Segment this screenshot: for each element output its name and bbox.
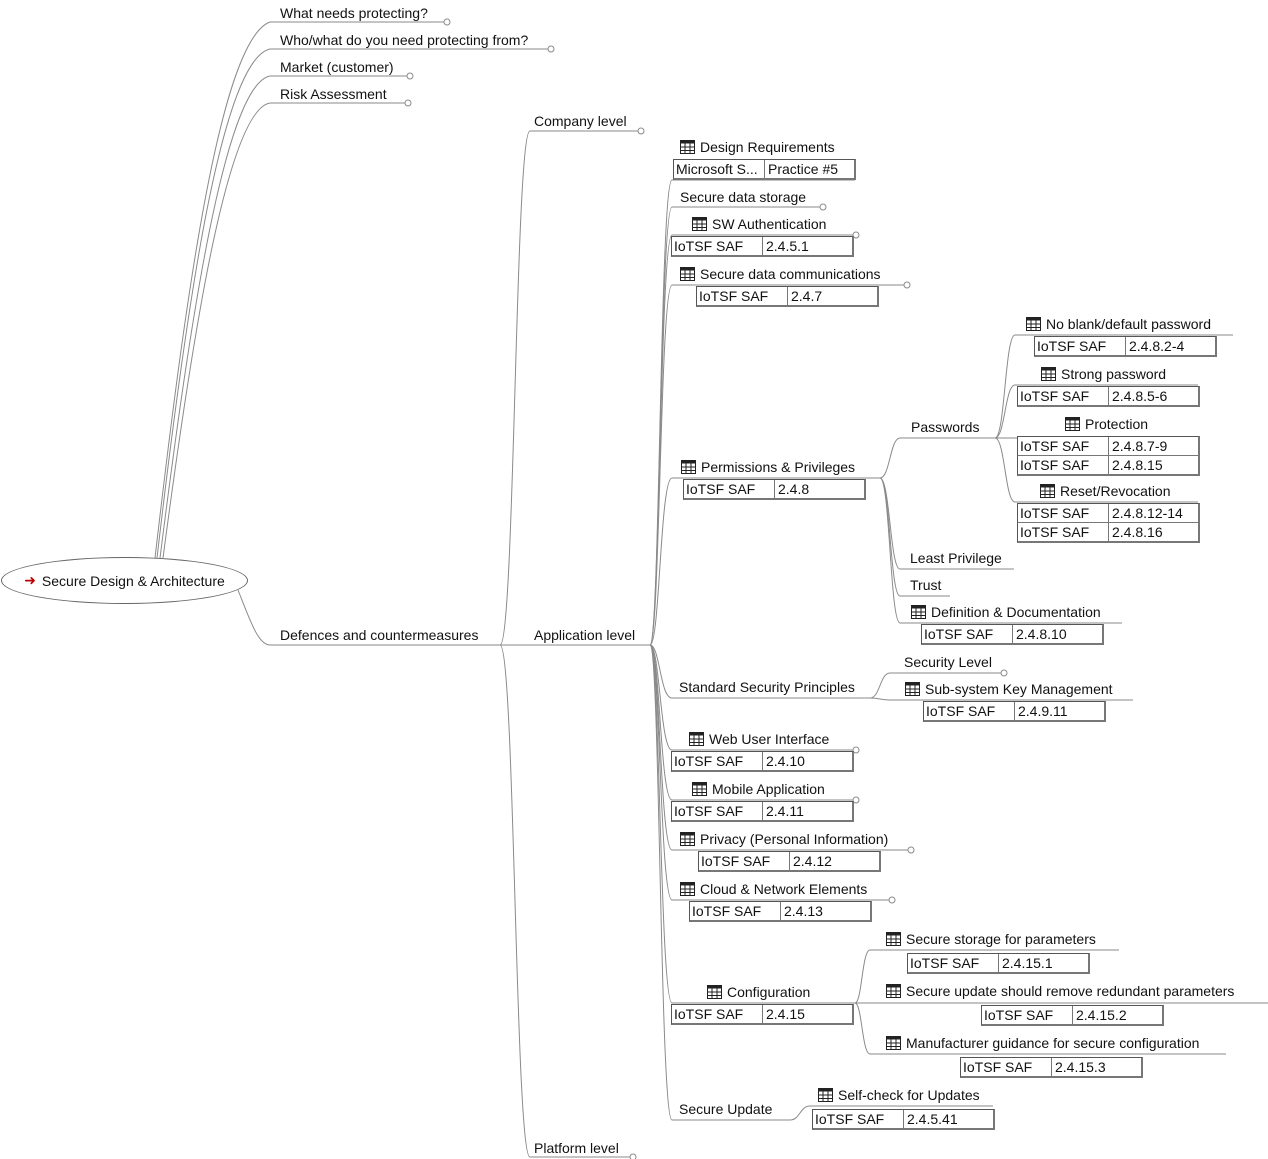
node-privacy-personal-information[interactable]: Privacy (Personal Information) bbox=[680, 831, 888, 847]
node-manufacturer-guidance[interactable]: Manufacturer guidance for secure configu… bbox=[886, 1035, 1199, 1051]
table-icon bbox=[692, 782, 707, 796]
node-protection[interactable]: Protection bbox=[1065, 416, 1148, 432]
node-no-blank-default-password[interactable]: No blank/default password bbox=[1026, 316, 1211, 332]
node-application-level[interactable]: Application level bbox=[534, 627, 636, 643]
table-icon bbox=[680, 882, 695, 896]
node-least-privilege[interactable]: Least Privilege bbox=[910, 550, 1002, 566]
node-sw-authentication[interactable]: SW Authentication bbox=[692, 216, 826, 232]
node-risk-assessment[interactable]: Risk Assessment bbox=[280, 86, 387, 102]
node-what-needs-protecting[interactable]: What needs protecting? bbox=[280, 5, 428, 21]
node-sub-system-key-management[interactable]: Sub-system Key Management bbox=[905, 681, 1113, 697]
root-node[interactable]: ➜ Secure Design & Architecture bbox=[1, 557, 248, 604]
node-mobile-application[interactable]: Mobile Application bbox=[692, 781, 825, 797]
node-secure-data-communications[interactable]: Secure data communications bbox=[680, 266, 881, 282]
table-icon bbox=[689, 732, 704, 746]
table-icon bbox=[1026, 317, 1041, 331]
table-icon bbox=[1041, 367, 1056, 381]
table-icon bbox=[818, 1088, 833, 1102]
node-defences-countermeasures[interactable]: Defences and countermeasures bbox=[280, 627, 479, 643]
table-icon bbox=[707, 985, 722, 999]
node-company-level[interactable]: Company level bbox=[534, 113, 627, 129]
node-web-user-interface[interactable]: Web User Interface bbox=[689, 731, 829, 747]
node-configuration[interactable]: Configuration bbox=[707, 984, 810, 1000]
table-icon bbox=[1065, 417, 1080, 431]
node-self-check-updates[interactable]: Self-check for Updates bbox=[818, 1087, 980, 1103]
node-secure-storage-parameters[interactable]: Secure storage for parameters bbox=[886, 931, 1096, 947]
table-icon bbox=[886, 1036, 901, 1050]
collapse-circle-icons bbox=[404, 18, 1008, 1159]
table-icon bbox=[886, 984, 901, 998]
table-icon bbox=[692, 217, 707, 231]
table-icon bbox=[681, 460, 696, 474]
node-secure-update-remove-redundant[interactable]: Secure update should remove redundant pa… bbox=[886, 983, 1234, 999]
node-cloud-network-elements[interactable]: Cloud & Network Elements bbox=[680, 881, 867, 897]
table-icon bbox=[905, 682, 920, 696]
table-icon bbox=[680, 267, 695, 281]
node-trust[interactable]: Trust bbox=[910, 577, 942, 593]
table-icon bbox=[680, 140, 695, 154]
table-icon bbox=[911, 605, 926, 619]
table-design-requirements: Microsoft S...Practice #5 bbox=[673, 159, 856, 180]
node-security-level[interactable]: Security Level bbox=[904, 654, 992, 670]
root-label: Secure Design & Architecture bbox=[41, 572, 225, 589]
table-icon bbox=[1040, 484, 1055, 498]
node-design-requirements[interactable]: Design Requirements bbox=[680, 139, 835, 155]
node-permissions-privileges[interactable]: Permissions & Privileges bbox=[681, 459, 855, 475]
node-platform-level[interactable]: Platform level bbox=[534, 1140, 619, 1156]
node-definition-documentation[interactable]: Definition & Documentation bbox=[911, 604, 1101, 620]
node-reset-revocation[interactable]: Reset/Revocation bbox=[1040, 483, 1171, 499]
node-who-what-protecting-from[interactable]: Who/what do you need protecting from? bbox=[280, 32, 529, 48]
node-standard-security-principles[interactable]: Standard Security Principles bbox=[679, 679, 855, 695]
red-arrow-icon: ➜ bbox=[24, 572, 36, 588]
node-strong-password[interactable]: Strong password bbox=[1041, 366, 1166, 382]
table-icon bbox=[680, 832, 695, 846]
node-secure-data-storage[interactable]: Secure data storage bbox=[680, 189, 807, 205]
node-market-customer[interactable]: Market (customer) bbox=[280, 59, 394, 75]
table-icon bbox=[886, 932, 901, 946]
node-secure-update[interactable]: Secure Update bbox=[679, 1101, 773, 1117]
node-passwords[interactable]: Passwords bbox=[911, 419, 980, 435]
